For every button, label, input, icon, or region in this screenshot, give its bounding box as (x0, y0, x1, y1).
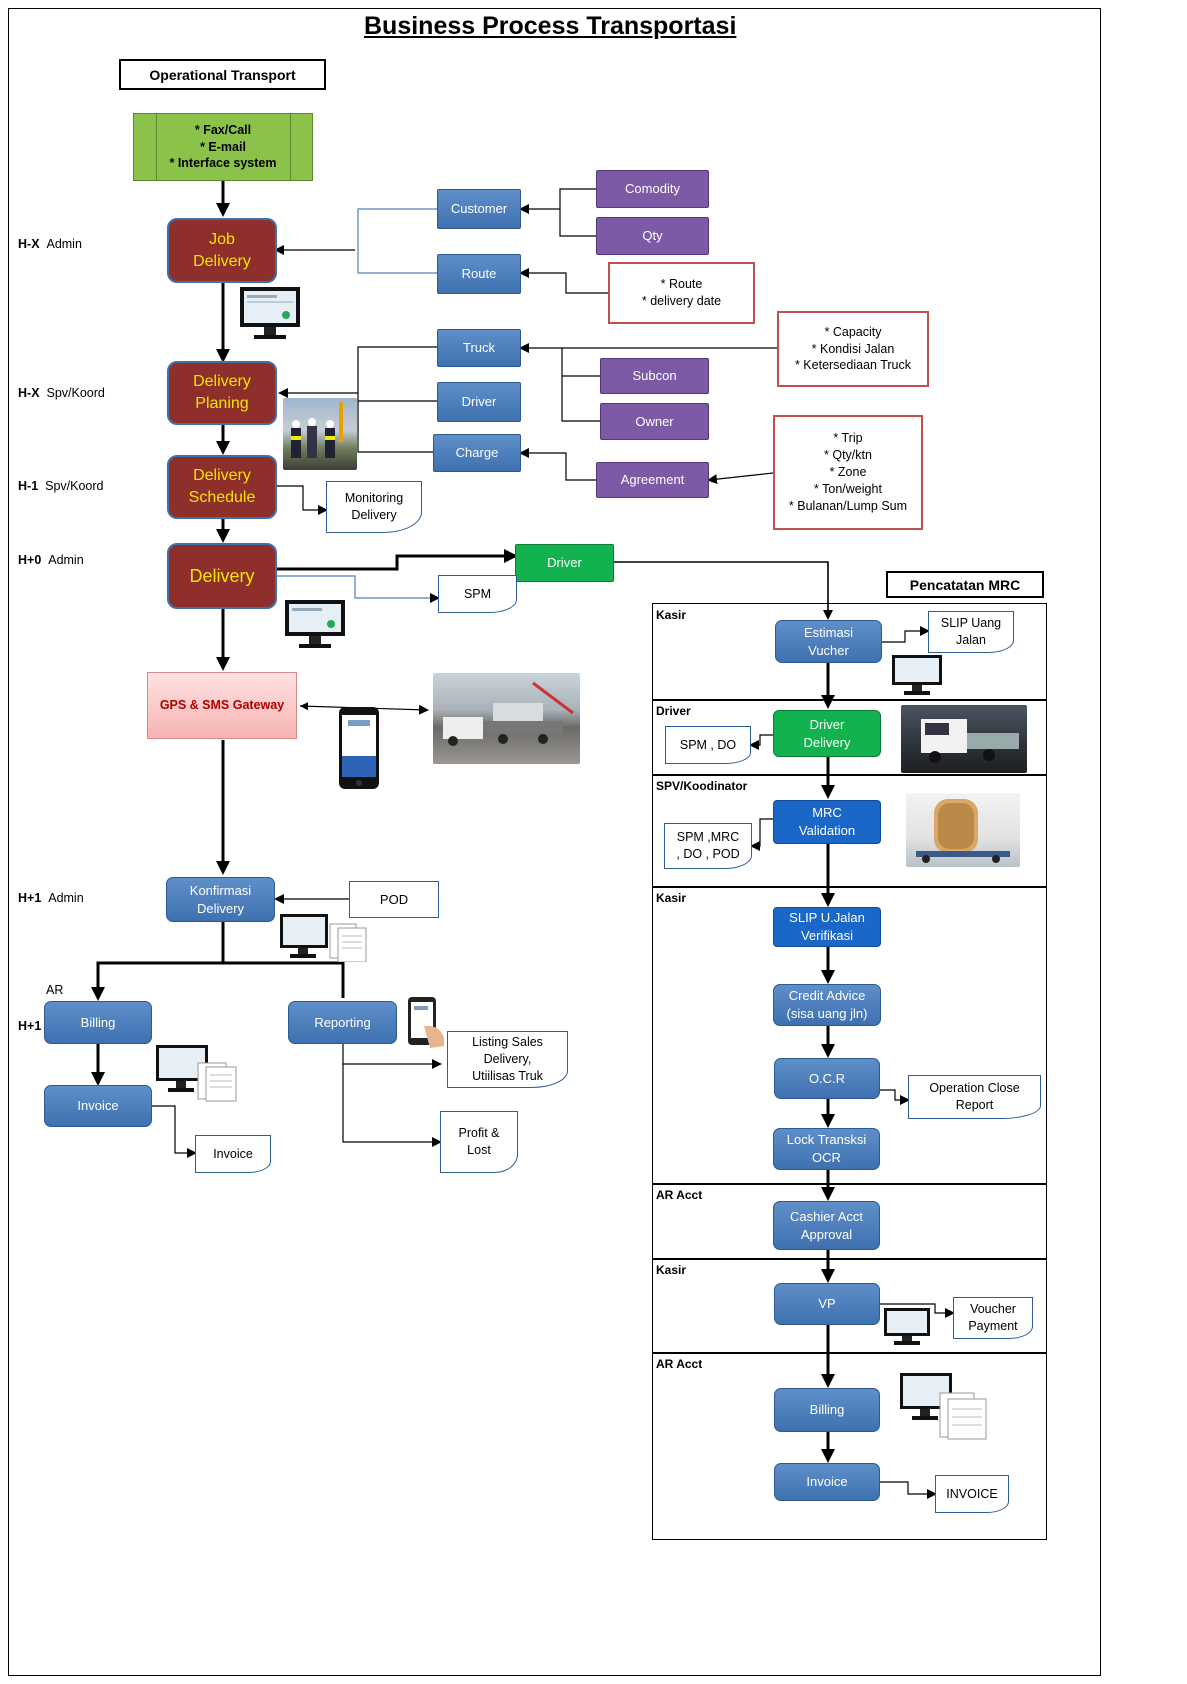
driver-dispatch-node[interactable]: Driver (515, 544, 614, 582)
computer-with-documents-icon (154, 1043, 240, 1108)
lane-spv-koodinator: SPV/Koodinator (652, 775, 1047, 887)
agreement-node[interactable]: Agreement (596, 462, 709, 498)
input-box-divider-left (156, 113, 157, 181)
mrc-billing-node[interactable]: Billing (774, 1388, 880, 1432)
truck-note: * Capacity * Kondisi Jalan * Ketersediaa… (777, 311, 929, 387)
job-delivery-node[interactable]: Job Delivery (167, 218, 277, 283)
operation-close-report-doc: Operation Close Report (908, 1075, 1041, 1119)
operational-transport-header: Operational Transport (119, 59, 326, 90)
ocr-node[interactable]: O.C.R (774, 1058, 880, 1099)
gps-sms-gateway-node[interactable]: GPS & SMS Gateway (147, 672, 297, 739)
field-workers-photo (283, 398, 357, 470)
page-frame (8, 8, 1101, 1676)
timeline-label: AR (46, 983, 64, 997)
route-note: * Route * delivery date (608, 262, 755, 324)
computer-monitor-icon (890, 653, 944, 702)
slip-verifikasi-node[interactable]: SLIP U.Jalan Verifikasi (773, 907, 881, 947)
route-node[interactable]: Route (437, 254, 521, 294)
mrc-invoice-node[interactable]: Invoice (774, 1463, 880, 1501)
lane-ar-acct-2: AR Acct (652, 1353, 1047, 1540)
subcon-node[interactable]: Subcon (600, 358, 709, 394)
computer-monitor-icon (882, 1306, 932, 1351)
timeline-label: H+1 (18, 1019, 42, 1033)
delivery-planing-node[interactable]: Delivery Planing (167, 361, 277, 425)
lock-transksi-node[interactable]: Lock Transksi OCR (773, 1128, 880, 1170)
timeline-label: H+1 Admin (18, 891, 84, 905)
agreement-note: * Trip * Qty/ktn * Zone * Ton/weight * B… (773, 415, 923, 530)
timeline-label: H-1 Spv/Koord (18, 479, 104, 493)
voucher-payment-doc: Voucher Payment (953, 1297, 1033, 1339)
monitoring-delivery-doc: Monitoring Delivery (326, 481, 422, 533)
timeline-label: H-X Spv/Koord (18, 386, 105, 400)
page-title: Business Process Transportasi (364, 12, 737, 40)
vp-node[interactable]: VP (774, 1283, 880, 1325)
computer-monitor-icon (238, 285, 302, 348)
lane-driver: Driver (652, 700, 1047, 775)
delivery-node[interactable]: Delivery (167, 543, 277, 609)
driver-delivery-node[interactable]: Driver Delivery (773, 710, 881, 757)
profit-lost-doc: Profit & Lost (440, 1111, 518, 1173)
computer-monitor-icon (283, 598, 347, 655)
reporting-node[interactable]: Reporting (288, 1001, 397, 1044)
qty-node[interactable]: Qty (596, 217, 709, 255)
charge-node[interactable]: Charge (433, 434, 521, 472)
computer-with-documents-icon (278, 912, 370, 967)
spm-doc: SPM (438, 575, 517, 613)
computer-with-documents-icon (898, 1371, 990, 1446)
driver-node[interactable]: Driver (437, 382, 521, 422)
smartphone-icon (338, 706, 380, 795)
invoice-node[interactable]: Invoice (44, 1085, 152, 1127)
delivery-schedule-node[interactable]: Delivery Schedule (167, 455, 277, 519)
mrc-validation-node[interactable]: MRC Validation (773, 800, 881, 844)
timeline-label: H+0 Admin (18, 553, 84, 567)
pencatatan-mrc-header: Pencatatan MRC (886, 571, 1044, 598)
pod-box: POD (349, 881, 439, 918)
estimasi-vucher-node[interactable]: Estimasi Vucher (775, 620, 882, 663)
comodity-node[interactable]: Comodity (596, 170, 709, 208)
trucks-photo (433, 673, 580, 764)
lane-ar-acct-1: AR Acct (652, 1184, 1047, 1259)
credit-advice-node[interactable]: Credit Advice (sisa uang jln) (773, 984, 881, 1026)
smartphone-in-hand-icon (406, 996, 448, 1055)
invoice-doc: Invoice (195, 1135, 271, 1173)
tank-cargo-photo (906, 793, 1020, 867)
input-channels-box: * Fax/Call * E-mail * Interface system (133, 113, 313, 181)
lane-kasir-1: Kasir (652, 603, 1047, 700)
truck-delivery-photo (901, 705, 1027, 773)
mrc-invoice-doc: INVOICE (935, 1475, 1009, 1513)
truck-node[interactable]: Truck (437, 329, 521, 367)
owner-node[interactable]: Owner (600, 403, 709, 440)
cashier-approval-node[interactable]: Cashier Acct Approval (773, 1201, 880, 1250)
konfirmasi-delivery-node[interactable]: Konfirmasi Delivery (166, 877, 275, 922)
timeline-label: H-X Admin (18, 237, 82, 251)
spm-do-doc: SPM , DO (665, 726, 751, 764)
lane-kasir-2: Kasir (652, 887, 1047, 1184)
spm-mrc-do-pod-doc: SPM ,MRC , DO , POD (664, 823, 752, 869)
slip-uang-jalan-doc: SLIP Uang Jalan (928, 611, 1014, 653)
lane-kasir-3: Kasir (652, 1259, 1047, 1353)
input-box-divider-right (290, 113, 291, 181)
billing-node[interactable]: Billing (44, 1001, 152, 1044)
listing-sales-doc: Listing Sales Delivery, Utiilisas Truk (447, 1031, 568, 1088)
customer-node[interactable]: Customer (437, 189, 521, 229)
